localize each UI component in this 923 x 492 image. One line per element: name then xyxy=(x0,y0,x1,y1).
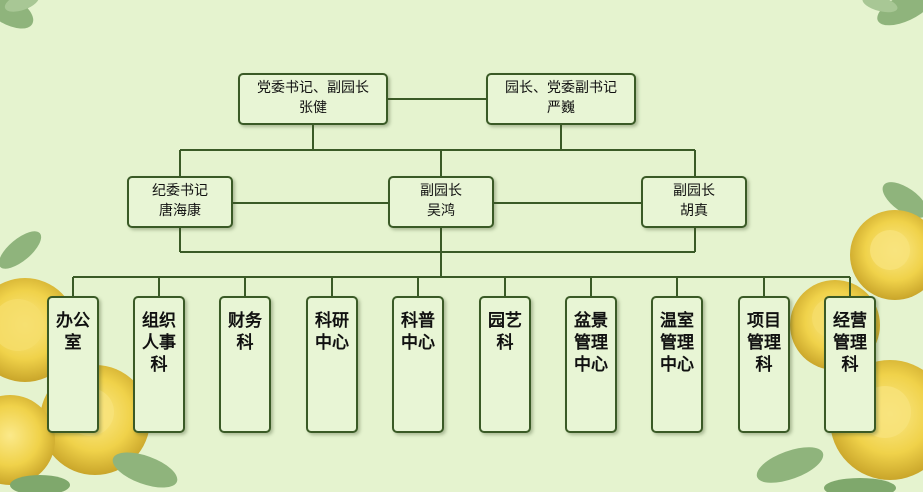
deputy-box: 副园长 吴鸿 xyxy=(388,176,494,228)
department-box: 办公室 xyxy=(47,296,99,433)
leader-title: 园长、党委副书记 xyxy=(505,80,617,96)
leader-name: 严巍 xyxy=(547,100,575,116)
leader-box: 党委书记、副园长 张健 xyxy=(238,73,388,125)
department-box: 科普中心 xyxy=(392,296,444,433)
department-box: 项目管理科 xyxy=(738,296,790,433)
leader-title: 党委书记、副园长 xyxy=(257,80,369,96)
deputy-name: 吴鸿 xyxy=(427,203,455,219)
deputy-title: 副园长 xyxy=(673,183,715,199)
department-box: 科研中心 xyxy=(306,296,358,433)
deputy-name: 唐海康 xyxy=(159,203,201,219)
deputy-box: 副园长 胡真 xyxy=(641,176,747,228)
department-box: 财务科 xyxy=(219,296,271,433)
deputy-title: 副园长 xyxy=(420,183,462,199)
deputy-box: 纪委书记 唐海康 xyxy=(127,176,233,228)
department-box: 温室管理中心 xyxy=(651,296,703,433)
leader-box: 园长、党委副书记 严巍 xyxy=(486,73,636,125)
department-box: 经营管理科 xyxy=(824,296,876,433)
department-box: 盆景管理中心 xyxy=(565,296,617,433)
department-box: 园艺科 xyxy=(479,296,531,433)
department-box: 组织人事科 xyxy=(133,296,185,433)
deputy-title: 纪委书记 xyxy=(152,183,208,199)
leader-name: 张健 xyxy=(299,100,327,116)
deputy-name: 胡真 xyxy=(680,203,708,219)
